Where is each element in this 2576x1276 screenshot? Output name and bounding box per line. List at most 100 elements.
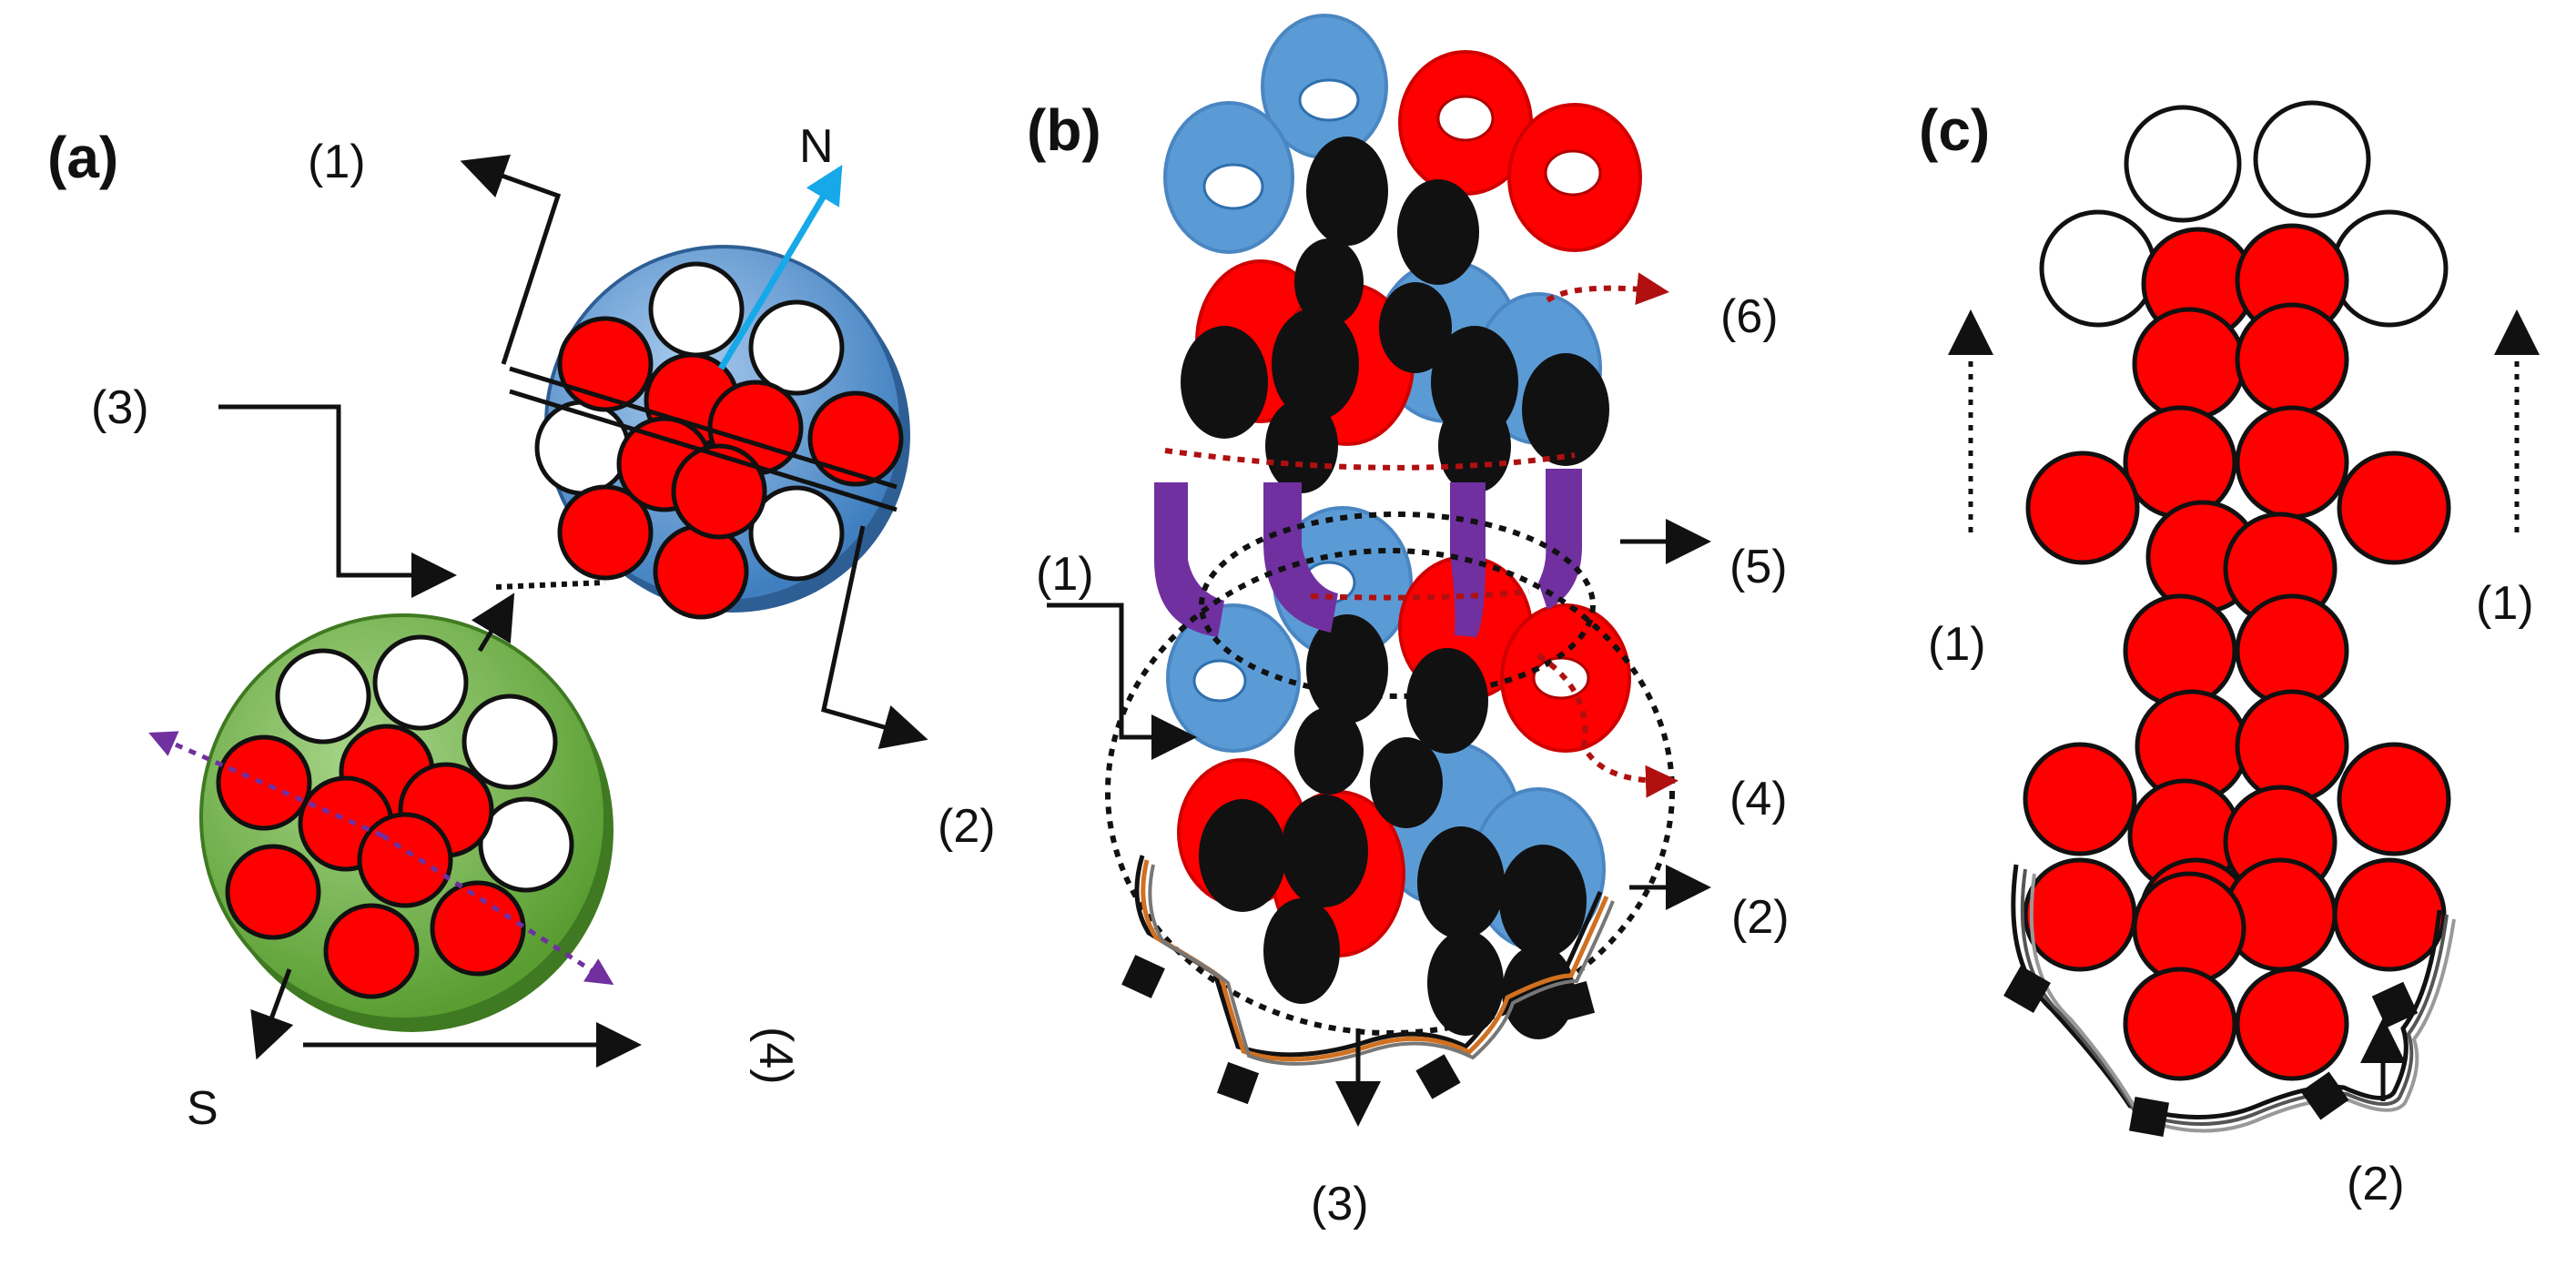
red-particle <box>807 390 904 487</box>
red-particle <box>2235 593 2349 708</box>
white-particle <box>372 634 469 731</box>
rotation-arrow-4 <box>1536 653 1678 798</box>
axis-arrow-purple <box>148 731 384 838</box>
red-particle <box>2235 967 2349 1081</box>
callout-a-1: (1) <box>308 136 366 188</box>
white-particle <box>478 796 574 893</box>
panel-c: (c) <box>1919 97 2540 1210</box>
red-particle <box>2123 405 2237 520</box>
black-protein <box>1427 930 1504 1036</box>
black-protein <box>1265 399 1338 493</box>
panel-b: (b) <box>1027 14 1790 1230</box>
anchor-block <box>2371 981 2419 1028</box>
red-particle <box>2332 857 2447 972</box>
south-arrow <box>250 968 294 1060</box>
protein-hole <box>1436 95 1495 142</box>
black-protein <box>1181 326 1268 439</box>
arrow-b-1 <box>1047 603 1197 760</box>
rotation-arc-dashed <box>1310 589 1530 601</box>
pole-north: N <box>799 120 834 173</box>
white-particle <box>2330 209 2449 328</box>
north-arrow <box>717 164 843 370</box>
purple-linker <box>1538 469 1582 610</box>
white-particle <box>748 485 845 582</box>
cleavage-line <box>509 389 898 512</box>
black-protein <box>1199 799 1286 912</box>
black-protein <box>1294 707 1364 795</box>
protein-hole <box>1544 149 1602 197</box>
red-particle <box>2132 871 2246 986</box>
red-particle <box>2123 967 2237 1081</box>
white-particle <box>461 694 558 790</box>
membrane-line <box>2029 873 2456 1133</box>
red-particle <box>557 484 654 581</box>
red-particle <box>323 903 420 999</box>
protein-hole <box>1192 659 1247 703</box>
panel-a-label: (a) <box>47 125 118 190</box>
link-dotted <box>495 580 606 590</box>
axis-arrow-purple <box>380 833 614 986</box>
white-particle <box>2039 209 2157 328</box>
green-disc-cluster <box>199 613 614 1032</box>
callout-b-2: (2) <box>1731 891 1790 944</box>
blue-disc-cluster <box>509 245 910 620</box>
black-protein <box>1263 898 1340 1004</box>
protein-hole <box>1202 163 1264 210</box>
anchor-block <box>1216 1061 1260 1105</box>
callout-b-5: (5) <box>1729 541 1788 593</box>
red-particle <box>2132 307 2246 421</box>
membrane-line <box>2020 868 2449 1126</box>
red-particle <box>357 812 453 908</box>
red-particle <box>216 734 312 831</box>
red-particle <box>430 880 526 977</box>
ring-dashed <box>1199 511 1596 699</box>
callout-b-4: (4) <box>1729 773 1788 825</box>
black-protein <box>1417 826 1505 939</box>
black-protein <box>1370 737 1443 828</box>
rotation-arc-dashed <box>1164 448 1576 471</box>
black-protein <box>1397 179 1479 285</box>
red-particle <box>2337 451 2451 565</box>
pole-south: S <box>187 1082 218 1135</box>
callout-a-2: (2) <box>938 800 996 853</box>
callout-c-1-right: (1) <box>2476 577 2534 630</box>
panel-c-label: (c) <box>1919 97 1990 163</box>
callout-c-1-left: (1) <box>1928 618 1986 671</box>
callout-c-2: (2) <box>2347 1158 2405 1210</box>
black-protein <box>1499 845 1587 957</box>
purple-linker <box>1263 482 1338 633</box>
link-arrow <box>471 592 515 653</box>
anchor-block <box>1554 980 1596 1022</box>
white-particle <box>275 648 371 744</box>
arrow-1 <box>460 154 562 365</box>
red-particle <box>2025 451 2140 565</box>
callout-a-4: (4) <box>749 1027 802 1085</box>
black-protein <box>1438 399 1511 493</box>
red-particle <box>2235 689 2349 804</box>
red-particle <box>2337 742 2451 856</box>
black-protein <box>1294 238 1364 326</box>
black-protein <box>1281 795 1368 907</box>
black-protein <box>1379 282 1452 373</box>
black-protein <box>1272 308 1359 420</box>
protein-hole <box>1298 78 1360 122</box>
black-protein <box>1306 614 1388 724</box>
cleavage-line <box>509 366 898 490</box>
black-protein <box>1522 353 1609 466</box>
red-particle <box>2023 742 2137 856</box>
callout-b-3: (3) <box>1311 1178 1369 1230</box>
anchor-block <box>2003 966 2051 1013</box>
arrow-3 <box>218 404 457 598</box>
panel-a: (a) <box>47 120 996 1135</box>
anchor-block <box>1415 1054 1461 1099</box>
red-particle <box>2123 593 2237 708</box>
callout-a-3: (3) <box>91 381 149 434</box>
red-particle <box>557 316 654 412</box>
protein-hole <box>1532 656 1590 700</box>
white-particle <box>2124 105 2242 223</box>
red-particle <box>2235 302 2349 417</box>
red-particle <box>671 443 767 540</box>
red-particle <box>2023 857 2137 972</box>
anchor-block <box>2128 1096 2170 1138</box>
